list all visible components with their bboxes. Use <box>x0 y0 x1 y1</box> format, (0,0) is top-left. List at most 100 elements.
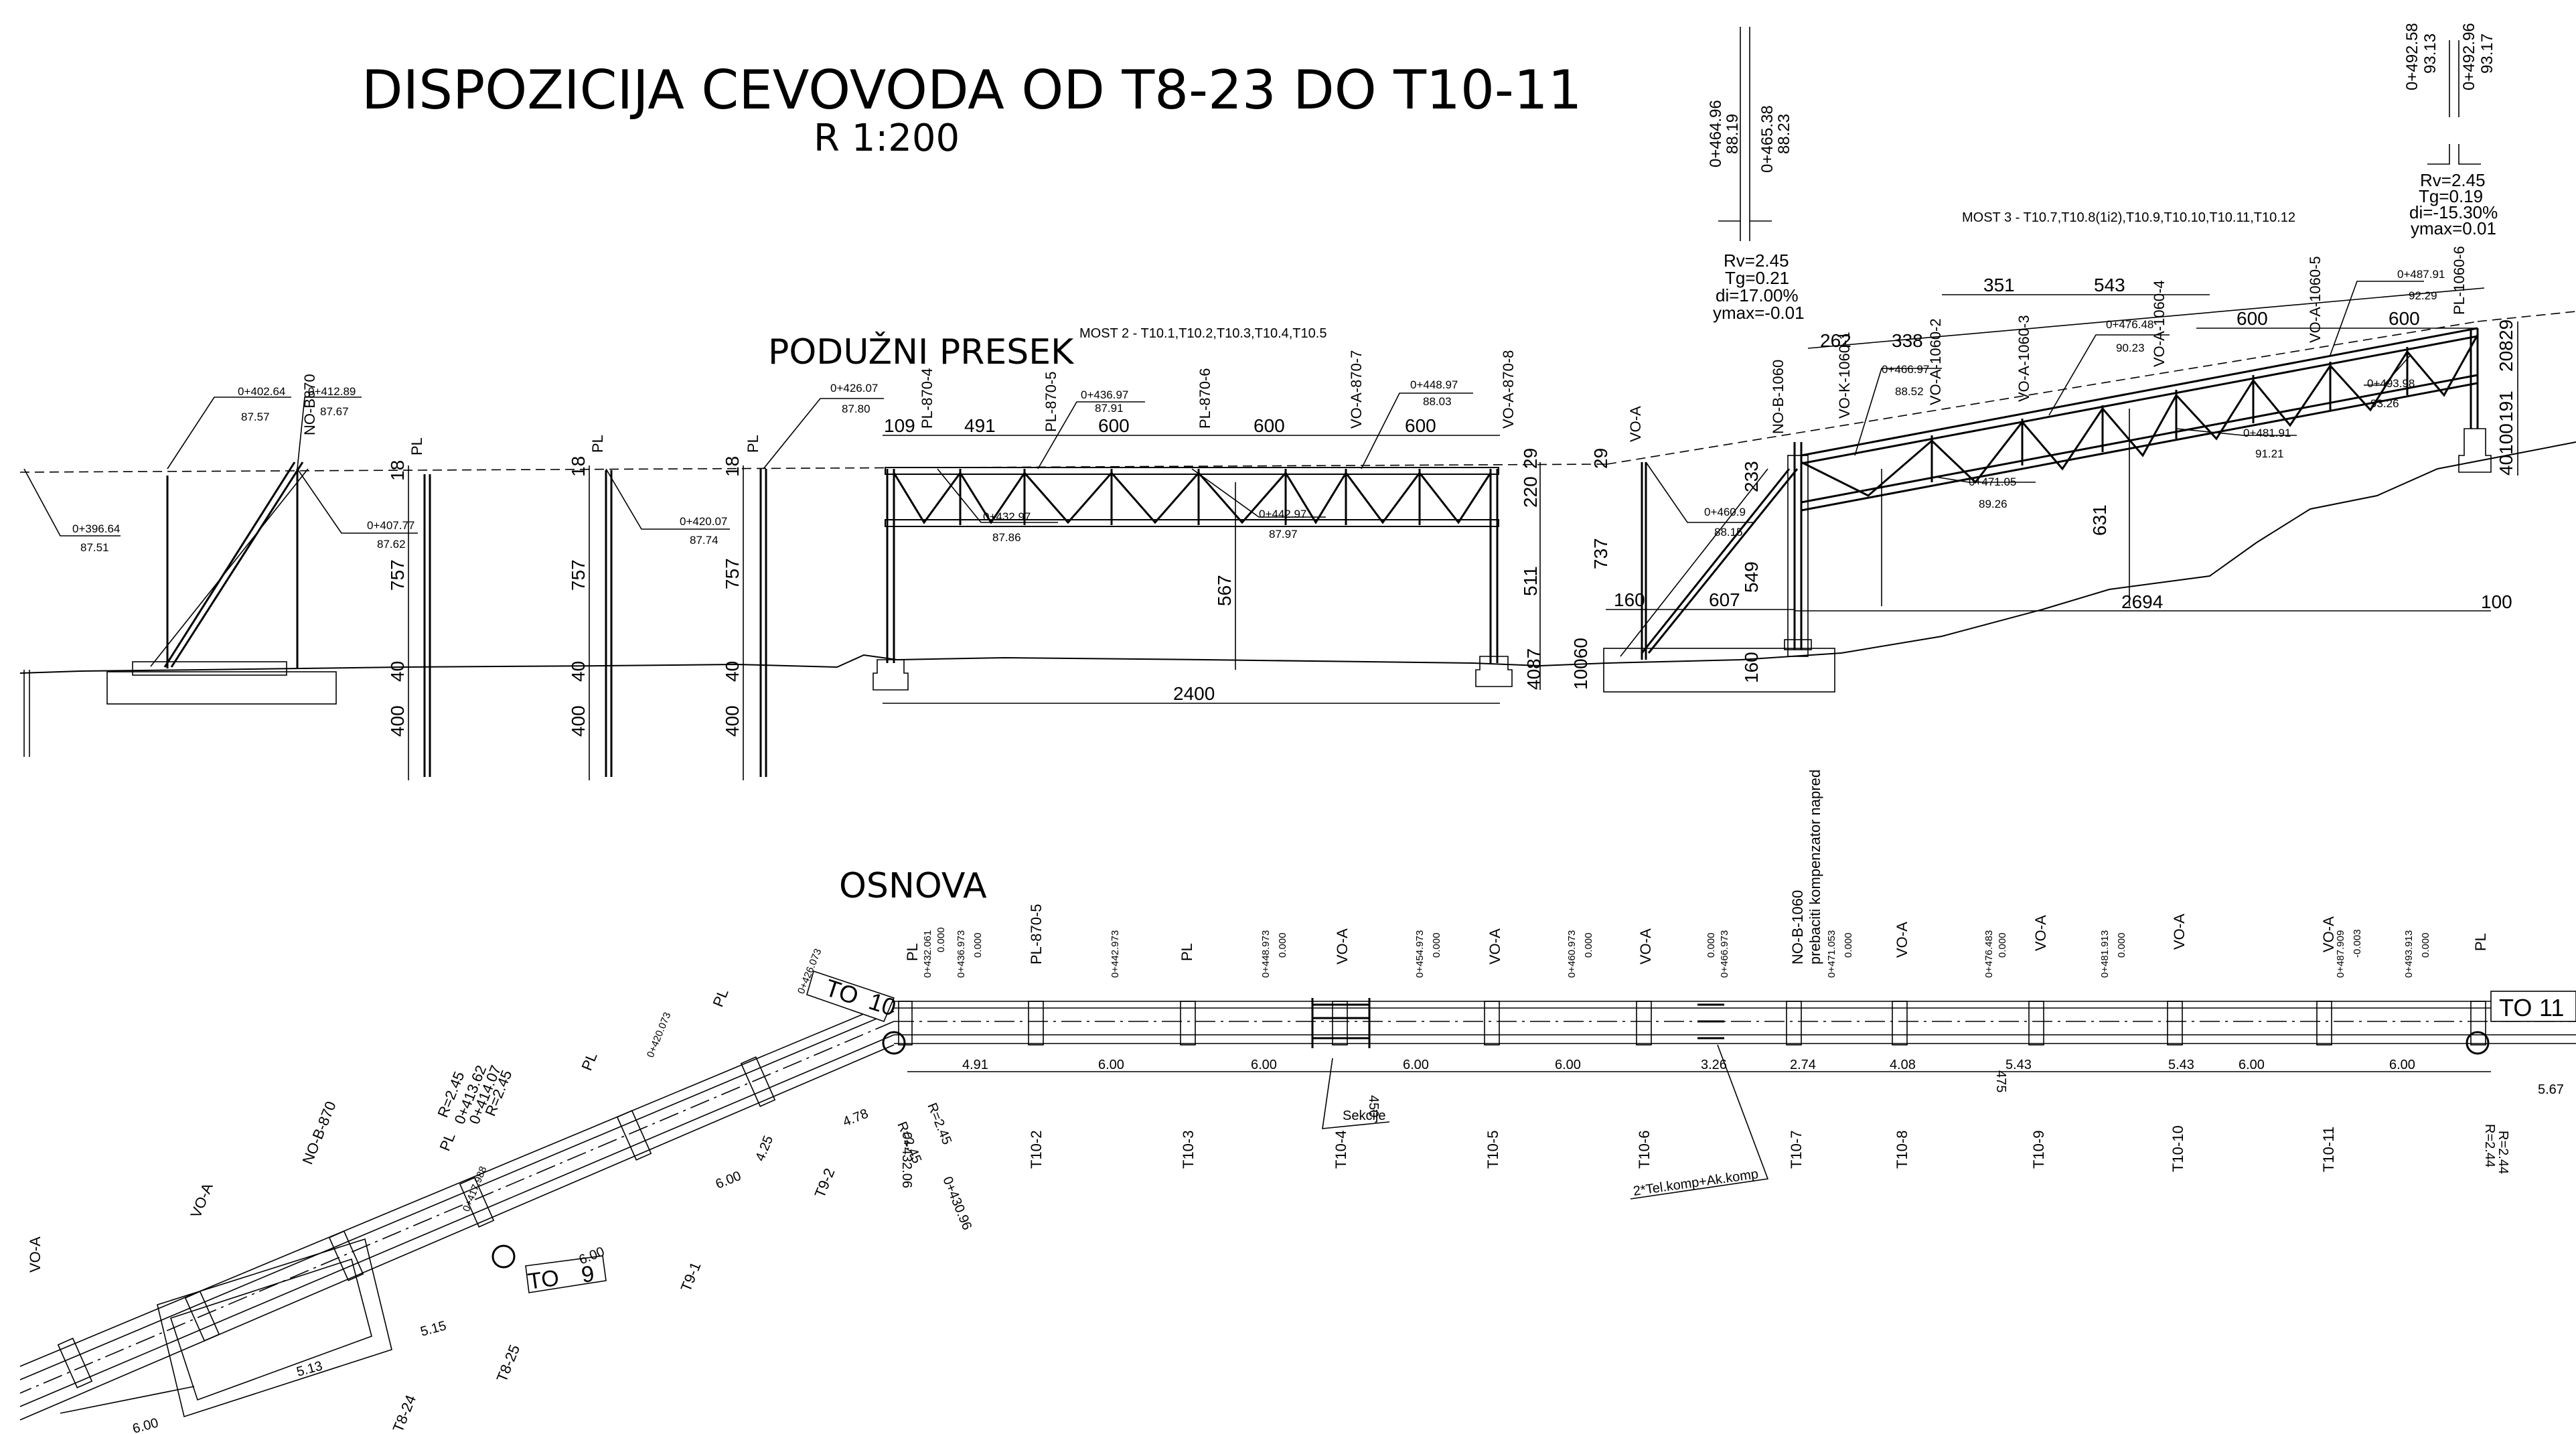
dim-511: 511 <box>1520 566 1541 596</box>
svg-text:88.03: 88.03 <box>1423 395 1452 408</box>
svg-text:4.91: 4.91 <box>962 1058 988 1072</box>
svg-text:VO-A: VO-A <box>27 1236 44 1273</box>
svg-text:0+487.91: 0+487.91 <box>2397 268 2445 281</box>
svg-text:0+432.061: 0+432.061 <box>922 930 933 978</box>
svg-text:0+460.9: 0+460.9 <box>1704 506 1746 518</box>
svg-text:87.62: 87.62 <box>377 538 406 551</box>
dim-233: 233 <box>1741 461 1762 492</box>
svg-text:VO-A: VO-A <box>2320 916 2337 952</box>
dim-160: 160 <box>1614 589 1645 610</box>
svg-text:0+493.913: 0+493.913 <box>2403 930 2415 978</box>
svg-text:VO-A: VO-A <box>1894 922 1910 958</box>
svg-text:PL: PL <box>589 435 606 453</box>
svg-text:0+481.913: 0+481.913 <box>2099 930 2111 978</box>
svg-text:VO-A: VO-A <box>1334 928 1351 964</box>
longitudinal-profile: NO-B870 PL 757 18 40 400 PL 757 18 40 40… <box>19 246 2576 780</box>
svg-text:5.13: 5.13 <box>295 1359 324 1380</box>
support-vo-a-profile: VO-A <box>1627 406 1644 442</box>
dim-2400: 2400 <box>1173 683 1215 704</box>
curve2-station-a: 0+492.58 <box>2403 23 2421 90</box>
svg-text:0+481.91: 0+481.91 <box>2243 427 2291 439</box>
curve1-station-b: 0+465.38 <box>1758 105 1776 173</box>
dim-607: 607 <box>1709 589 1740 610</box>
support-vo-a-870-8: VO-A-870-8 <box>1500 350 1517 429</box>
curve2-rv: Rv=2.45 <box>2420 170 2486 190</box>
svg-text:6.00: 6.00 <box>2389 1058 2415 1072</box>
svg-text:450: 450 <box>1366 1095 1381 1117</box>
svg-text:0+412.89: 0+412.89 <box>308 385 356 398</box>
svg-text:T10-9: T10-9 <box>2030 1131 2047 1169</box>
svg-text:T10-5: T10-5 <box>1485 1131 1501 1169</box>
support-vo-a-1060-4: VO-A-1060-4 <box>2151 280 2168 367</box>
svg-text:T10-7: T10-7 <box>1788 1131 1805 1169</box>
dim-29-b: 29 <box>1590 448 1611 469</box>
svg-text:0+493.98: 0+493.98 <box>2367 377 2415 390</box>
svg-text:400: 400 <box>568 705 589 737</box>
bridge-3-truss: 2694 100 631 262 338 351 543 600 600 29 … <box>1784 275 2518 657</box>
svg-text:PL: PL <box>436 1131 458 1153</box>
svg-text:40: 40 <box>722 661 743 682</box>
curve1-station-a: 0+464.96 <box>1707 100 1725 167</box>
svg-text:0+430.96: 0+430.96 <box>939 1175 974 1232</box>
curve1-ymax: ymax=-0.01 <box>1713 303 1805 323</box>
dim-600-e: 600 <box>2389 308 2420 329</box>
curve2-tg: Tg=0.19 <box>2419 186 2483 206</box>
svg-text:PL-870-5: PL-870-5 <box>1028 904 1045 964</box>
curve2-elev-a: 93.13 <box>2421 33 2439 74</box>
svg-text:0+466.97: 0+466.97 <box>1882 363 1929 376</box>
svg-text:VO-A: VO-A <box>2032 915 2049 951</box>
support-pl-b: PL 757 18 40 400 <box>568 435 613 780</box>
curve2-ymax: ymax=0.01 <box>2411 218 2496 238</box>
svg-text:6.00: 6.00 <box>714 1169 743 1192</box>
plan-annotations: Sekcije 450 475 2*Tel.komp+Ak.komp R=2.4… <box>131 947 2510 1434</box>
svg-text:6.00: 6.00 <box>131 1416 160 1434</box>
svg-text:18: 18 <box>568 456 589 477</box>
svg-text:0+487.909: 0+487.909 <box>2335 930 2346 978</box>
svg-text:T10-3: T10-3 <box>1180 1131 1197 1169</box>
support-pl-c: PL 757 18 40 400 <box>722 435 767 780</box>
svg-text:0+454.973: 0+454.973 <box>1414 930 1426 978</box>
svg-text:3.26: 3.26 <box>1701 1058 1727 1072</box>
turning-point-to11: TO 11 <box>2466 991 2576 1055</box>
svg-text:400: 400 <box>722 705 743 737</box>
svg-text:0.000: 0.000 <box>1431 932 1442 958</box>
svg-text:T8-24: T8-24 <box>389 1392 419 1434</box>
svg-text:PL: PL <box>1179 943 1195 961</box>
svg-text:0+396.64: 0+396.64 <box>72 522 120 535</box>
foundation-left <box>106 671 337 705</box>
svg-text:0.000: 0.000 <box>935 927 947 952</box>
svg-text:6.00: 6.00 <box>1403 1058 1429 1072</box>
svg-text:0+432.06: 0+432.06 <box>899 1132 914 1188</box>
curve1-elev-a: 88.19 <box>1724 114 1742 154</box>
svg-text:T8-25: T8-25 <box>493 1342 523 1384</box>
svg-text:88.15: 88.15 <box>1714 526 1743 539</box>
svg-text:0.000: 0.000 <box>2420 932 2431 958</box>
svg-text:757: 757 <box>722 558 743 589</box>
svg-text:6.00: 6.00 <box>2239 1058 2265 1072</box>
svg-text:87.57: 87.57 <box>241 411 270 423</box>
svg-text:0+466.973: 0+466.973 <box>1719 930 1730 978</box>
svg-text:6.00: 6.00 <box>1555 1058 1581 1072</box>
curve1-di: di=17.00% <box>1716 285 1799 305</box>
curve2-station-b: 0+492.96 <box>2460 23 2478 90</box>
svg-text:VO-A: VO-A <box>2171 914 2188 950</box>
dim-220: 220 <box>1520 476 1541 508</box>
dim-10060: 10060 <box>1570 638 1591 690</box>
dim-549: 549 <box>1741 561 1762 593</box>
svg-text:0+420.073: 0+420.073 <box>645 1011 673 1060</box>
svg-text:T10-4: T10-4 <box>1333 1131 1349 1169</box>
svg-text:T10-8: T10-8 <box>1894 1131 1910 1169</box>
support-pl-870-6: PL-870-6 <box>1197 368 1213 429</box>
support-vo-a-1060-3: VO-A-1060-3 <box>2016 315 2032 402</box>
svg-text:2.74: 2.74 <box>1790 1058 1816 1072</box>
svg-text:0.000: 0.000 <box>1277 932 1288 958</box>
svg-text:0.000: 0.000 <box>1706 932 1717 958</box>
svg-text:0+448.97: 0+448.97 <box>1410 378 1458 391</box>
bridge-2-label: MOST 2 - T10.1,T10.2,T10.3,T10.4,T10.5 <box>1079 326 1327 341</box>
svg-text:87.67: 87.67 <box>320 405 349 418</box>
svg-text:0+407.77: 0+407.77 <box>367 519 414 532</box>
bridge-2-truss <box>873 467 1513 691</box>
dim-4087: 4087 <box>1523 648 1544 690</box>
svg-text:0+476.48: 0+476.48 <box>2106 318 2153 331</box>
dim-543: 543 <box>2094 275 2125 295</box>
